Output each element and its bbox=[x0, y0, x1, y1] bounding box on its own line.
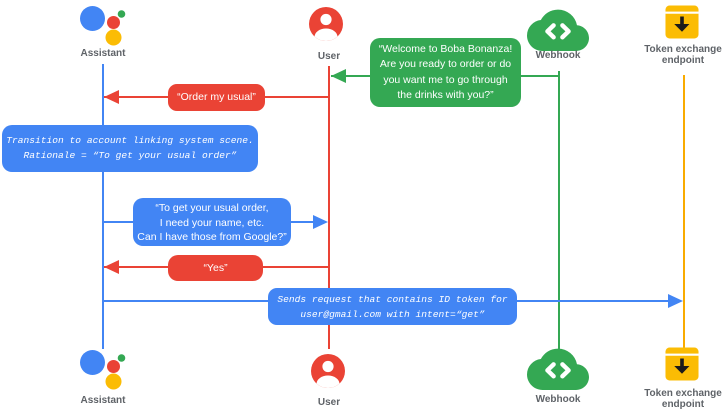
transition-note-line2: Rationale = “To get your usual order” bbox=[23, 150, 237, 161]
welcome-line4: the drinks with you?” bbox=[397, 89, 494, 102]
google-assistant-icon bbox=[80, 6, 126, 46]
token-endpoint-label-bottom: Token exchange endpoint bbox=[628, 388, 725, 410]
welcome-line2: Are you ready to order or do bbox=[379, 58, 512, 71]
user-label-top: User bbox=[317, 51, 341, 62]
welcome-line3: you want me to go through bbox=[383, 73, 508, 86]
google-assistant-icon bbox=[80, 350, 126, 390]
webhook-label-bottom: Webhook bbox=[535, 394, 581, 405]
user-label-bottom: User bbox=[317, 397, 341, 408]
arrow-order-head bbox=[104, 90, 119, 104]
token-endpoint-label-line2: endpoint bbox=[661, 399, 705, 410]
arrow-welcome-head bbox=[331, 69, 346, 83]
yes-bubble: “Yes” bbox=[168, 255, 263, 281]
token-request-bubble: Sends request that contains ID token for… bbox=[268, 288, 517, 325]
user-icon bbox=[311, 354, 345, 388]
webhook-label-top: Webhook bbox=[535, 50, 581, 61]
token-endpoint-icon bbox=[665, 347, 699, 381]
arrow-token-request-head bbox=[668, 294, 683, 308]
token-endpoint-label-top: Token exchange endpoint bbox=[628, 44, 725, 66]
token-request-line2: user@gmail.com with intent=“get” bbox=[300, 309, 485, 320]
token-request-line1: Sends request that contains ID token for bbox=[277, 294, 508, 305]
webhook-lifeline bbox=[558, 71, 560, 349]
transition-note-line1: Transition to account linking system sce… bbox=[6, 135, 254, 146]
ask-details-line2: I need your name, etc. bbox=[159, 216, 265, 229]
arrow-ask-head bbox=[313, 215, 328, 229]
order-usual-bubble: “Order my usual” bbox=[168, 84, 265, 111]
assistant-label-top: Assistant bbox=[80, 48, 126, 59]
token-endpoint-label-line2: endpoint bbox=[661, 55, 705, 66]
user-lifeline bbox=[328, 66, 330, 349]
welcome-message-bubble: “Welcome to Boba Bonanza! Are you ready … bbox=[370, 38, 521, 107]
assistant-lifeline bbox=[102, 64, 104, 349]
webhook-icon bbox=[527, 348, 589, 390]
ask-details-line3: Can I have those from Google?” bbox=[137, 231, 287, 244]
token-endpoint-label-line1: Token exchange bbox=[644, 44, 722, 55]
token-endpoint-lifeline bbox=[683, 75, 685, 349]
webhook-icon bbox=[527, 9, 589, 51]
arrow-yes-head bbox=[104, 260, 119, 274]
user-icon bbox=[309, 7, 343, 41]
welcome-line1: “Welcome to Boba Bonanza! bbox=[378, 43, 513, 55]
token-endpoint-icon bbox=[665, 5, 699, 39]
ask-details-line1: “To get your usual order, bbox=[155, 202, 269, 214]
assistant-label-bottom: Assistant bbox=[80, 395, 126, 406]
transition-note-bubble: Transition to account linking system sce… bbox=[2, 125, 258, 172]
token-endpoint-label-line1: Token exchange bbox=[644, 388, 722, 399]
ask-details-bubble: “To get your usual order, I need your na… bbox=[133, 198, 291, 246]
